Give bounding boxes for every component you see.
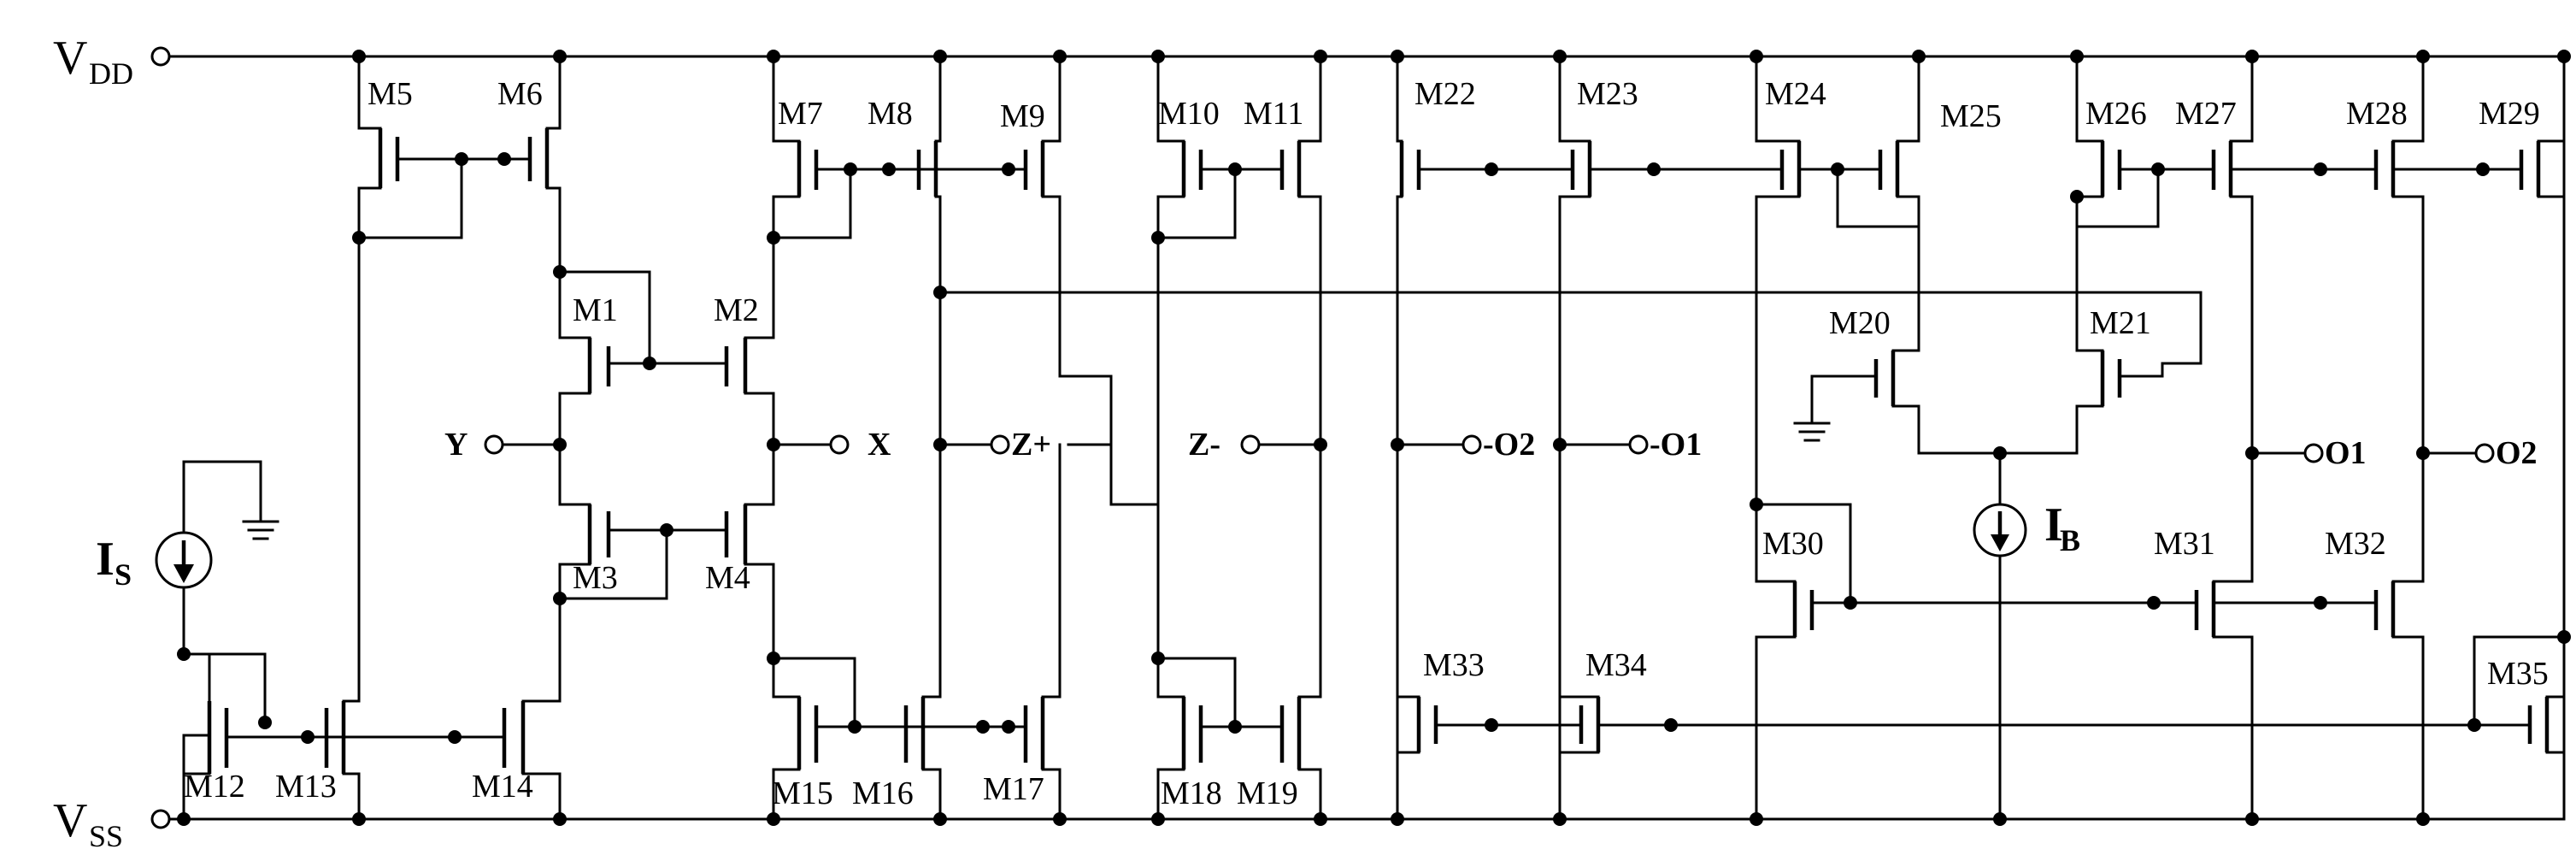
m18-label: M18 xyxy=(1161,775,1222,811)
z-plus-node xyxy=(933,374,1160,660)
m31-label: M31 xyxy=(2154,526,2215,562)
vss-subscript: SS xyxy=(89,819,123,853)
vss-junctions xyxy=(177,812,2430,826)
m30-label: M30 xyxy=(1762,526,1824,562)
output-mirrors-m22-m25 xyxy=(1391,50,1926,821)
terminal-neg-o1: -O1 xyxy=(1650,427,1702,463)
mirror-m33-m34-m35 xyxy=(1396,630,2571,754)
m14-label: M14 xyxy=(472,769,533,805)
m22-label: M22 xyxy=(1414,76,1476,112)
m4-label: M4 xyxy=(705,560,750,596)
ib-subscript: B xyxy=(2060,523,2080,557)
terminal-neg-o2: -O2 xyxy=(1483,427,1535,463)
m11-label: M11 xyxy=(1244,96,1303,132)
is-subscript: S xyxy=(115,557,132,592)
mirror-m12-m13-m14 xyxy=(177,236,562,821)
m1-label: M1 xyxy=(573,292,618,328)
input-bias-source xyxy=(155,460,279,821)
m7-label: M7 xyxy=(778,96,823,132)
m27-label: M27 xyxy=(2175,96,2237,132)
m5-label: M5 xyxy=(368,76,413,112)
terminal-o1: O1 xyxy=(2325,435,2367,471)
m10-label: M10 xyxy=(1158,96,1220,132)
m32-label: M32 xyxy=(2325,526,2386,562)
m24-label: M24 xyxy=(1765,76,1826,112)
vdd-label: V xyxy=(53,32,87,85)
mirror-m30-m31-m32 xyxy=(1750,498,2425,821)
m26-label: M26 xyxy=(2085,96,2147,132)
m29-label: M29 xyxy=(2479,96,2540,132)
m13-label: M13 xyxy=(275,769,337,805)
m16-label: M16 xyxy=(852,775,914,811)
mirror-m5-m6 xyxy=(352,50,567,274)
m20-label: M20 xyxy=(1829,305,1891,341)
mirror-m10-m11 xyxy=(1151,50,1327,506)
m3-label: M3 xyxy=(573,560,618,596)
ib-label: I xyxy=(2044,498,2063,551)
m33-label: M33 xyxy=(1423,647,1485,683)
input-stage-m1-m4 xyxy=(484,236,850,660)
mirror-m15-m16-m17 xyxy=(767,443,1062,821)
m34-label: M34 xyxy=(1585,647,1647,683)
terminal-x: X xyxy=(867,427,891,463)
m6-label: M6 xyxy=(497,76,543,112)
m2-label: M2 xyxy=(714,292,759,328)
terminal-o2: O2 xyxy=(2496,435,2538,471)
m17-label: M17 xyxy=(983,771,1044,807)
m15-label: M15 xyxy=(772,775,833,811)
m23-label: M23 xyxy=(1577,76,1638,112)
terminal-z-minus: Z- xyxy=(1188,427,1220,463)
m12-label: M12 xyxy=(184,769,245,805)
m25-label: M25 xyxy=(1940,98,2002,134)
vdd-subscript: DD xyxy=(89,56,133,91)
diff-pair-m20-m21 xyxy=(1793,190,2164,821)
output-mirrors-m26-m29 xyxy=(2070,50,2571,583)
is-label: I xyxy=(96,533,115,586)
m35-label: M35 xyxy=(2487,656,2549,692)
m28-label: M28 xyxy=(2346,96,2408,132)
vss-label: V xyxy=(53,794,87,847)
power-rails xyxy=(150,46,2566,829)
mirror-m18-m19 xyxy=(1151,434,1327,821)
m8-label: M8 xyxy=(867,96,913,132)
terminal-z-plus: Z+ xyxy=(1011,427,1051,463)
m9-label: M9 xyxy=(1000,98,1045,134)
m19-label: M19 xyxy=(1237,775,1298,811)
terminal-y: Y xyxy=(444,427,468,463)
m21-label: M21 xyxy=(2090,305,2151,341)
feedback-wire xyxy=(933,286,2203,365)
mirror-m7-m8-m9 xyxy=(767,50,1067,446)
